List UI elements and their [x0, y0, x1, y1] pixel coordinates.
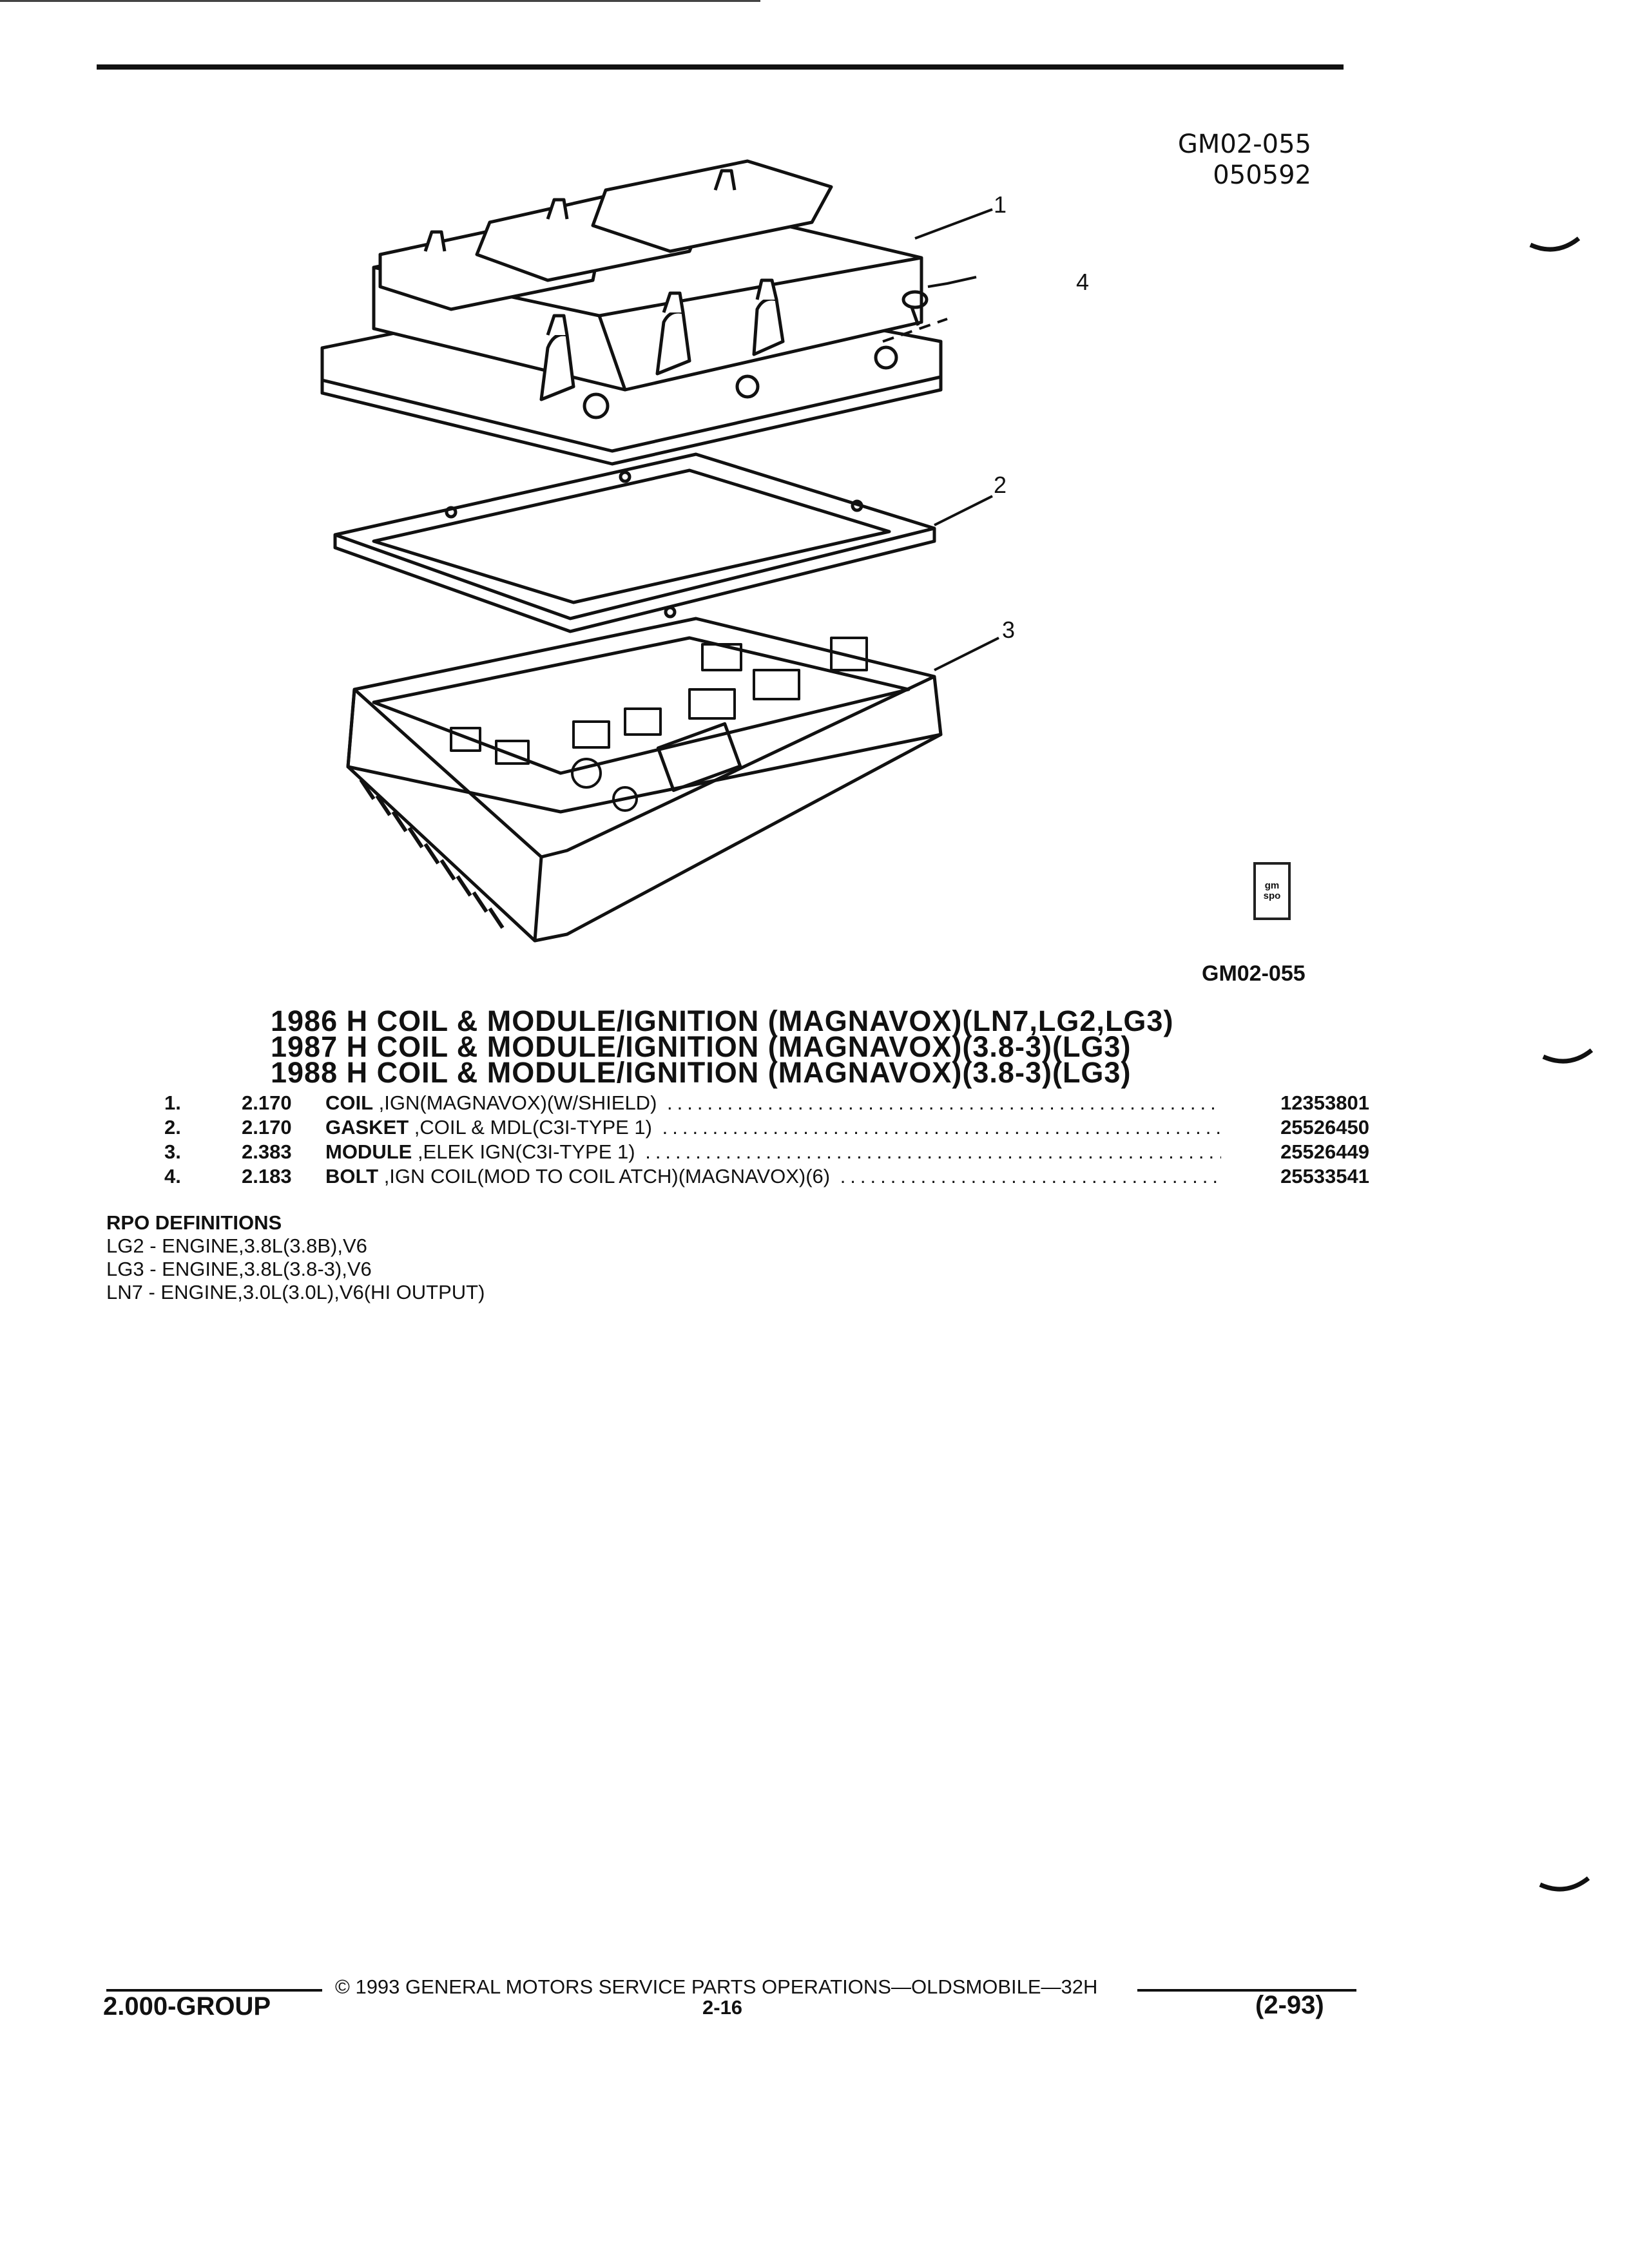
rpo-item: LN7 - ENGINE,3.0L(3.0L),V6(HI OUTPUT)	[106, 1281, 485, 1303]
rpo-item: LG3 - ENGINE,3.8L(3.8-3),V6	[106, 1258, 372, 1280]
reference-date: 050592	[1213, 160, 1311, 190]
parts-row: 1. 2.170 COIL ,IGN(MAGNAVOX)(W/SHIELD) .…	[164, 1091, 1369, 1115]
part-detail: ,ELEK IGN(C3I-TYPE 1)	[412, 1140, 635, 1163]
top-thin-rule	[0, 0, 760, 2]
rpo-heading: RPO DEFINITIONS	[106, 1211, 282, 1234]
callout-4: 4	[1076, 269, 1089, 295]
bolt-drawing	[901, 290, 929, 326]
leader-line	[934, 637, 999, 671]
catalog-title: 1988 H COIL & MODULE/IGNITION (MAGNAVOX)…	[271, 1056, 1132, 1089]
rpo-definitions: RPO DEFINITIONS LG2 - ENGINE,3.8L(3.8B),…	[106, 1211, 485, 1304]
callout-3: 3	[1002, 617, 1015, 643]
group-number: 2.170	[242, 1116, 292, 1139]
part-name: COIL	[325, 1091, 374, 1114]
part-description: BOLT ,IGN COIL(MOD TO COIL ATCH)(MAGNAVO…	[325, 1164, 1221, 1189]
catalog-title: 1987 H COIL & MODULE/IGNITION (MAGNAVOX)…	[271, 1030, 1132, 1063]
part-name: BOLT	[325, 1165, 379, 1187]
dot-leader: ........................................…	[662, 1116, 1221, 1139]
part-name: MODULE	[325, 1140, 412, 1163]
parts-list: 1. 2.170 COIL ,IGN(MAGNAVOX)(W/SHIELD) .…	[164, 1091, 1369, 1189]
footer-rule	[1137, 1989, 1356, 1992]
part-detail: ,COIL & MDL(C3I-TYPE 1)	[409, 1116, 652, 1139]
part-description: GASKET ,COIL & MDL(C3I-TYPE 1) .........…	[325, 1115, 1221, 1140]
ignition-module-drawing	[346, 617, 943, 943]
badge-line-1: gm	[1264, 880, 1280, 891]
catalog-titles: 1986 H COIL & MODULE/IGNITION (MAGNAVOX)…	[271, 1004, 1174, 1089]
reference-block: GM02-055 050592	[1124, 129, 1311, 191]
part-number: 12353801	[1280, 1091, 1369, 1114]
item-number: 3.	[164, 1140, 181, 1163]
footer-date: (2-93)	[1255, 1991, 1324, 2019]
rpo-item: LG2 - ENGINE,3.8L(3.8B),V6	[106, 1235, 367, 1257]
dot-leader: ........................................…	[667, 1091, 1221, 1114]
catalog-title: 1986 H COIL & MODULE/IGNITION (MAGNAVOX)…	[271, 1004, 1174, 1037]
parts-row: 2. 2.170 GASKET ,COIL & MDL(C3I-TYPE 1) …	[164, 1115, 1369, 1140]
reference-code: GM02-055	[1177, 130, 1311, 159]
part-number: 25526449	[1280, 1140, 1369, 1163]
margin-mark-icon	[1539, 1876, 1590, 1892]
figure-code: GM02-055	[1202, 961, 1306, 986]
leader-line	[914, 208, 993, 240]
exploded-parts-illustration: 1 2 3 4	[320, 159, 1089, 943]
group-number: 2.183	[242, 1165, 292, 1187]
item-number: 2.	[164, 1116, 181, 1139]
gm-spo-logo-icon: gm spo	[1253, 862, 1291, 920]
item-number: 4.	[164, 1165, 181, 1187]
badge-line-2: spo	[1263, 890, 1281, 901]
gasket-drawing	[333, 452, 936, 633]
footer-rule	[106, 1989, 322, 1992]
group-number: 2.383	[242, 1140, 292, 1163]
margin-mark-icon	[1542, 1048, 1594, 1064]
footer-group: 2.000-GROUP	[103, 1992, 271, 2021]
leader-line	[882, 318, 948, 343]
leader-line	[927, 276, 977, 288]
part-number: 25533541	[1280, 1165, 1369, 1187]
margin-mark-icon	[1529, 236, 1581, 252]
part-name: GASKET	[325, 1116, 409, 1139]
item-number: 1.	[164, 1091, 181, 1114]
leader-line	[934, 495, 993, 526]
footer-copyright: © 1993 GENERAL MOTORS SERVICE PARTS OPER…	[335, 1975, 1098, 1998]
part-detail: ,IGN(MAGNAVOX)(W/SHIELD)	[373, 1091, 657, 1114]
dot-leader: ........................................…	[840, 1165, 1221, 1187]
part-description: MODULE ,ELEK IGN(C3I-TYPE 1) ...........…	[325, 1140, 1221, 1164]
callout-2: 2	[994, 472, 1007, 498]
coil-pack-drawing	[320, 159, 943, 466]
page-number: 2-16	[702, 1996, 743, 2019]
part-number: 25526450	[1280, 1116, 1369, 1139]
parts-row: 3. 2.383 MODULE ,ELEK IGN(C3I-TYPE 1) ..…	[164, 1140, 1369, 1164]
dot-leader: ........................................…	[645, 1140, 1221, 1163]
header-rule	[97, 64, 1344, 70]
group-number: 2.170	[242, 1091, 292, 1114]
part-description: COIL ,IGN(MAGNAVOX)(W/SHIELD) ..........…	[325, 1091, 1221, 1115]
callout-1: 1	[994, 191, 1007, 218]
part-detail: ,IGN COIL(MOD TO COIL ATCH)(MAGNAVOX)(6)	[378, 1165, 831, 1187]
parts-row: 4. 2.183 BOLT ,IGN COIL(MOD TO COIL ATCH…	[164, 1164, 1369, 1189]
